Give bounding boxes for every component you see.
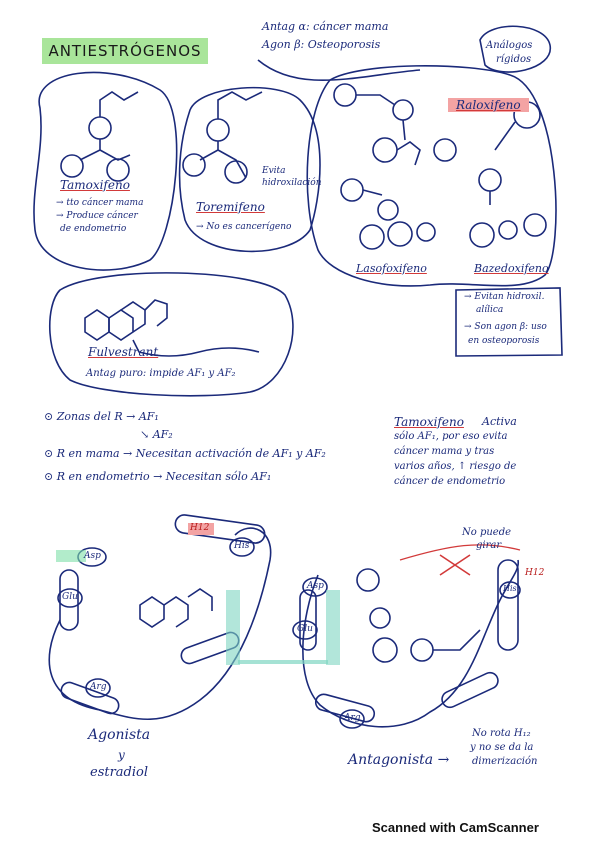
antagonist-label: Antagonista → [348, 752, 450, 768]
analogs-blob [306, 65, 557, 287]
header-note-1: Antag α: cáncer mama [262, 20, 389, 33]
helix-h12-left: H12 [190, 523, 210, 533]
zone-line-1: ⊙ Zonas del R → AF₁ [44, 410, 159, 423]
helix-h12-right: H12 [525, 568, 545, 578]
agonist-label-3: estradiol [90, 765, 149, 780]
tamoxifeno-note-1: → tto cáncer mama [56, 198, 144, 208]
no-rota-1: No rota H₁₂ [472, 728, 531, 739]
agonist-label-1: Agonista [88, 727, 151, 743]
side-note-1: → Evitan hidroxil. [464, 292, 545, 302]
tamox-note-line-4: varios años, ↑ riesgo de [394, 461, 517, 472]
toremifeno-side-2: hidroxilación [262, 178, 322, 188]
page-title: ANTIESTRÓGENOS [42, 38, 208, 64]
residue-his-left: His [234, 541, 250, 551]
header-note-2: Agon β: Osteoporosis [262, 38, 381, 51]
tamoxifeno-note-3: de endometrio [60, 224, 127, 234]
fulvestrant-note: Antag puro: impide AF₁ y AF₂ [86, 368, 236, 379]
residue-glu-right: Glu [297, 624, 313, 634]
residue-glu-left: Glu [62, 592, 78, 602]
no-puede-1: No puede [462, 527, 512, 538]
residue-asp-right: Asp [307, 581, 324, 591]
rigid-tag-bubble [479, 25, 551, 73]
tamox-note-line-2: sólo AF₁, por eso evita [394, 431, 508, 442]
agonist-backbone [48, 527, 272, 720]
no-rota-2: y no se da la [470, 742, 534, 753]
side-note-4: en osteoporosis [468, 336, 540, 346]
residue-his-right: His [503, 584, 517, 593]
fulvestrant-blob [48, 272, 294, 397]
bazedoxifeno-name: Bazedoxifeno [474, 262, 549, 275]
zone-line-4: ⊙ R en endometrio → Necesitan sólo AF₁ [44, 470, 272, 483]
rigid-tag-1: Análogos [486, 40, 533, 51]
tamoxifen-blob [33, 71, 178, 271]
toremifen-blob [178, 86, 321, 253]
lasofoxifeno-name: Lasofoxifeno [356, 262, 427, 275]
raloxifeno-name: Raloxifeno [448, 98, 529, 112]
toremifeno-name: Toremifeno [196, 200, 265, 214]
tamox-note-line-5: cáncer de endometrio [394, 476, 506, 487]
zone-line-2: ↘ AF₂ [140, 428, 173, 441]
zone-line-3: ⊙ R en mama → Necesitan activación de AF… [44, 447, 326, 460]
side-note-box [455, 287, 563, 357]
side-note-2: alílica [476, 305, 504, 315]
rigid-tag-2: rígidos [496, 54, 532, 65]
residue-asp-left: Asp [84, 551, 101, 561]
toremifeno-side-1: Evita [262, 166, 286, 176]
residue-arg-right: Arg [344, 713, 361, 723]
tamox-note-line-3: cáncer mama y tras [394, 446, 495, 457]
fulvestrant-name: Fulvestrant [88, 345, 159, 359]
toremifeno-note-1: → No es cancerígeno [196, 222, 292, 232]
tamoxifeno-name: Tamoxifeno [60, 178, 130, 192]
tamoxifeno-note-2: → Produce cáncer [56, 211, 138, 221]
tamox-note-name: Tamoxifeno [394, 415, 464, 429]
scanner-footer: Scanned with CamScanner [372, 820, 539, 835]
side-note-3: → Son agon β: uso [464, 322, 547, 332]
tamox-note-line-1: Activa [482, 415, 517, 428]
agonist-label-2: y [118, 748, 125, 762]
no-rota-3: dimerización [472, 756, 538, 767]
no-puede-2: girar [476, 540, 502, 551]
residue-arg-left: Arg [90, 682, 107, 692]
